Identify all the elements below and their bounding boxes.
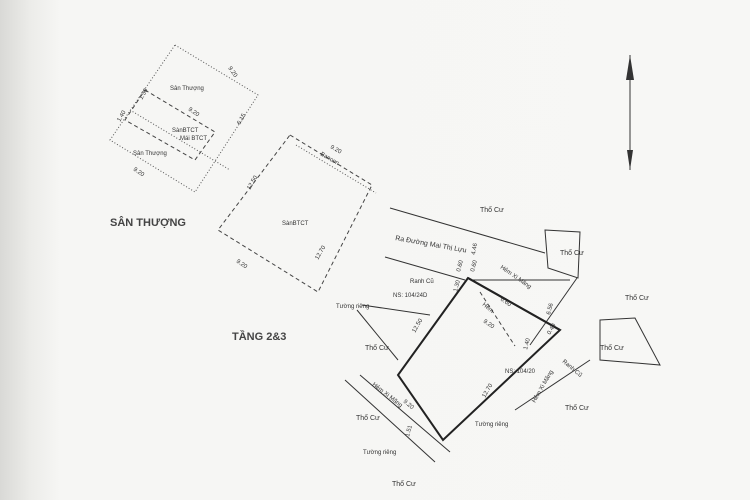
- label-hem: Hẻm: [481, 302, 495, 315]
- label-tho-cu-2: Thổ Cư: [560, 249, 584, 257]
- dim-060b: 0.60: [470, 259, 479, 272]
- dim-1270b: 12.70: [482, 382, 495, 399]
- dim-130b: 1.30: [453, 279, 462, 292]
- dim-920c: 9.20: [132, 167, 146, 179]
- label-tuong-rieng-1: Tường riêng: [336, 304, 369, 310]
- dim-615: 6.15: [237, 112, 248, 126]
- dim-140b: 1.40: [523, 337, 532, 350]
- site-boundaries: [344, 207, 661, 463]
- label-tuong-rieng-2: Tường riêng: [475, 422, 508, 428]
- label-tho-cu-4: Thổ Cư: [600, 344, 624, 352]
- dim-130: 1.30: [139, 87, 150, 101]
- floor-plan-outline: [217, 134, 377, 293]
- label-hem-xi-mang-2: Hẻm Xi Măng: [532, 370, 555, 404]
- dim-920a: 9.20: [226, 66, 238, 80]
- label-san-btct-1: SànBTCT: [172, 128, 199, 134]
- label-tho-cu-7: Thổ Cư: [356, 414, 380, 422]
- label-ns-104-20: NS: 104/20: [505, 369, 536, 375]
- title-san-thuong: SÂN THƯỢNG: [110, 216, 186, 229]
- label-mai-btct: Mái BTCT: [180, 136, 207, 142]
- dim-446: 4.46: [471, 242, 479, 255]
- dim-060a: 0.60: [456, 259, 465, 272]
- label-hem-xi-mang-3: Hẻm Xi Măng: [371, 382, 403, 409]
- dim-151: 1.51: [405, 424, 414, 437]
- label-ranh-cu-1: Ranh Cũ: [410, 279, 434, 285]
- dim-140: 1.40: [117, 109, 128, 123]
- dim-660: 6.60: [499, 297, 513, 309]
- label-ra-duong-mai-thi-luu: Ra Đường Mai Thị Lựu: [395, 235, 467, 254]
- label-ns-104-24d: NS: 104/24D: [393, 293, 428, 299]
- label-tho-cu-5: Thổ Cư: [365, 344, 389, 352]
- label-tho-cu-1: Thổ Cư: [480, 206, 504, 214]
- dim-920e: 9.20: [235, 259, 249, 271]
- label-tuong-rieng-3: Tường riêng: [363, 450, 396, 456]
- north-arrow-icon: [626, 55, 634, 170]
- dim-920g: 9.20: [402, 399, 415, 412]
- label-tho-cu-8: Thổ Cư: [392, 480, 416, 488]
- label-san-thuong-2: Sân Thượng: [133, 151, 167, 157]
- label-ranh-cu-2: Ranh Cũ: [561, 359, 583, 379]
- dim-1250b: 12.50: [412, 317, 425, 334]
- dim-920b: 9.20: [187, 107, 201, 119]
- dim-1270a: 12.70: [315, 244, 328, 261]
- label-tho-cu-6: Thổ Cư: [565, 404, 589, 412]
- title-tang-2-3: TẦNG 2&3: [232, 330, 286, 343]
- dim-920d: 9.20: [329, 145, 343, 156]
- label-san-btct-2: SànBTCT: [282, 221, 309, 227]
- label-san-thuong-1: Sân Thượng: [170, 86, 204, 92]
- dim-656: 6.56: [546, 302, 555, 315]
- label-tho-cu-3: Thổ Cư: [625, 294, 649, 302]
- dim-920f: 9.20: [482, 319, 496, 331]
- label-hem-xi-mang-1: Hẻm Xi Măng: [499, 265, 532, 291]
- dim-040: 0.40: [547, 322, 558, 336]
